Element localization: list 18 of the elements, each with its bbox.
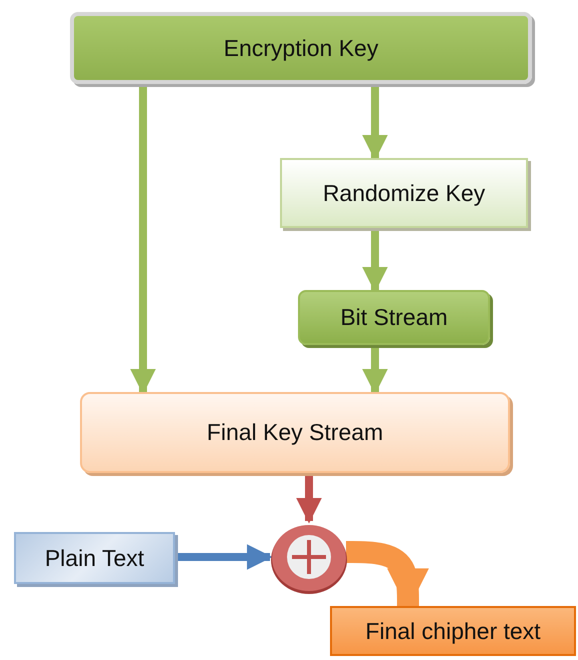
arrow [362,345,388,395]
input-box [14,532,175,584]
output-box [330,606,576,656]
node-label: Bit Stream [340,304,448,331]
arrow [296,473,322,524]
arrow [362,228,388,293]
process-box [80,392,510,473]
node-label: Plain Text [44,544,144,572]
process-box [298,290,490,345]
key-box [70,12,532,84]
process-box [280,158,528,228]
node-label: Final Key Stream [206,419,384,446]
node-label: Encryption Key [224,34,378,62]
node-label: Randomize Key [322,180,486,206]
arrow [362,84,388,161]
arrow [130,84,156,395]
arrow [175,544,273,570]
node-label: Final chipher text [365,618,541,644]
